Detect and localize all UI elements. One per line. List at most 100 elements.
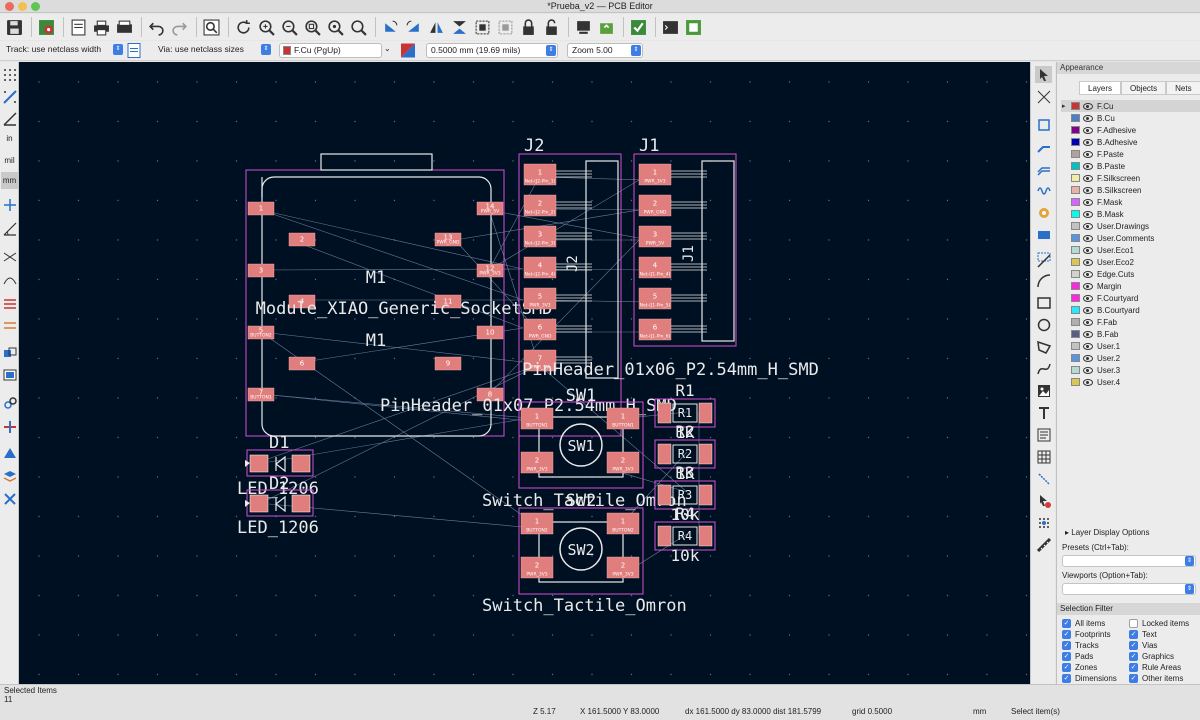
layer-color-swatch[interactable] bbox=[1071, 354, 1080, 362]
layer-color-swatch[interactable] bbox=[1071, 138, 1080, 146]
visibility-eye-icon[interactable] bbox=[1083, 246, 1093, 254]
filter-footprints-checkbox[interactable]: ✓Footprints bbox=[1062, 630, 1111, 639]
layer-row-f-mask[interactable]: F.Mask bbox=[1061, 196, 1200, 208]
layer-row-b-courtyard[interactable]: B.Courtyard bbox=[1061, 304, 1200, 316]
track-auto-width-icon[interactable] bbox=[126, 42, 142, 58]
track-width-select[interactable]: Track: use netclass width⇕ bbox=[2, 43, 124, 58]
mirror-v-icon[interactable] bbox=[449, 17, 469, 37]
footprint-m1[interactable]: 12345BUTTON267BUTTON114PWR_5V13PWR_GND12… bbox=[245, 153, 552, 437]
layer-row-b-fab[interactable]: B.Fab bbox=[1061, 328, 1200, 340]
layer-row-f-cu[interactable]: ▸F.Cu bbox=[1061, 100, 1200, 112]
layer-color-swatch[interactable] bbox=[1071, 102, 1080, 110]
add-dimension-icon[interactable] bbox=[1035, 470, 1052, 487]
layer-color-swatch[interactable] bbox=[1071, 246, 1080, 254]
filter-tracks-checkbox[interactable]: ✓Tracks bbox=[1062, 641, 1099, 650]
presets-select[interactable]: ⇕ bbox=[1062, 555, 1196, 567]
zoom-out-icon[interactable] bbox=[279, 17, 299, 37]
visibility-eye-icon[interactable] bbox=[1083, 222, 1093, 230]
rotate-cw-icon[interactable] bbox=[403, 17, 423, 37]
layer-row-margin[interactable]: Margin bbox=[1061, 280, 1200, 292]
units-inches-button[interactable]: in bbox=[1, 130, 18, 147]
layer-color-swatch[interactable] bbox=[1071, 282, 1080, 290]
plot-icon[interactable] bbox=[114, 17, 134, 37]
refresh-icon[interactable] bbox=[233, 17, 253, 37]
layer-color-swatch[interactable] bbox=[1071, 330, 1080, 338]
layer-color-swatch[interactable] bbox=[1071, 186, 1080, 194]
grid-select[interactable]: 0.5000 mm (19.69 mils)⇕ bbox=[426, 43, 558, 58]
layer-select[interactable]: F.Cu (PgUp) bbox=[279, 43, 382, 58]
visibility-eye-icon[interactable] bbox=[1083, 282, 1093, 290]
layer-color-swatch[interactable] bbox=[1071, 234, 1080, 242]
layer-pair-icon[interactable] bbox=[400, 42, 416, 58]
high-contrast-icon[interactable] bbox=[1, 394, 18, 411]
save-icon[interactable] bbox=[4, 17, 24, 37]
filter-all-items-checkbox[interactable]: ✓All items bbox=[1062, 619, 1105, 628]
layer-row-edge-cuts[interactable]: Edge.Cuts bbox=[1061, 268, 1200, 280]
layer-color-swatch[interactable] bbox=[1071, 162, 1080, 170]
cursor-icon[interactable] bbox=[1, 196, 18, 213]
add-via-icon[interactable] bbox=[1035, 204, 1052, 221]
draw-arc-icon[interactable] bbox=[1035, 272, 1052, 289]
zoom-selection-icon[interactable] bbox=[348, 17, 368, 37]
visibility-eye-icon[interactable] bbox=[1083, 114, 1093, 122]
page-settings-icon[interactable] bbox=[68, 17, 88, 37]
layer-color-swatch[interactable] bbox=[1071, 318, 1080, 326]
scripting-console-icon[interactable] bbox=[660, 17, 680, 37]
lock-icon[interactable] bbox=[518, 17, 538, 37]
layer-color-swatch[interactable] bbox=[1071, 306, 1080, 314]
visibility-eye-icon[interactable] bbox=[1083, 378, 1093, 386]
filter-dimensions-checkbox[interactable]: ✓Dimensions bbox=[1062, 674, 1117, 683]
tune-length-icon[interactable] bbox=[1035, 182, 1052, 199]
m1-pad[interactable]: 8 bbox=[476, 387, 504, 402]
local-ratsnest-icon[interactable] bbox=[1035, 88, 1052, 105]
layer-row-f-adhesive[interactable]: F.Adhesive bbox=[1061, 124, 1200, 136]
tab-objects[interactable]: Objects bbox=[1121, 81, 1167, 95]
drc-markers-icon[interactable] bbox=[1, 444, 18, 461]
ungroup-icon[interactable] bbox=[495, 17, 515, 37]
layer-row-b-silkscreen[interactable]: B.Silkscreen bbox=[1061, 184, 1200, 196]
polar-coords-icon[interactable] bbox=[1, 110, 18, 127]
layer-row-b-mask[interactable]: B.Mask bbox=[1061, 208, 1200, 220]
m1-pad[interactable]: 4 bbox=[288, 294, 316, 309]
zoom-select[interactable]: Zoom 5.00⇕ bbox=[567, 43, 643, 58]
select-tool-icon[interactable] bbox=[1035, 66, 1052, 83]
visibility-eye-icon[interactable] bbox=[1083, 342, 1093, 350]
curved-ratsnest-icon[interactable] bbox=[1, 270, 18, 287]
visibility-eye-icon[interactable] bbox=[1083, 306, 1093, 314]
layer-row-b-adhesive[interactable]: B.Adhesive bbox=[1061, 136, 1200, 148]
footprint-d1[interactable]: D1 LED_1206 bbox=[237, 433, 319, 499]
measure-angle-icon[interactable] bbox=[1, 220, 18, 237]
plugin-icon[interactable] bbox=[683, 17, 703, 37]
layer-row-f-courtyard[interactable]: F.Courtyard bbox=[1061, 292, 1200, 304]
tab-layers[interactable]: Layers bbox=[1079, 81, 1122, 95]
update-pcb-icon[interactable] bbox=[596, 17, 616, 37]
layer-color-swatch[interactable] bbox=[1071, 114, 1080, 122]
visibility-eye-icon[interactable] bbox=[1083, 234, 1093, 242]
add-textbox-icon[interactable] bbox=[1035, 426, 1052, 443]
grid-overrides-icon[interactable] bbox=[1, 88, 18, 105]
layer-row-f-fab[interactable]: F.Fab bbox=[1061, 316, 1200, 328]
units-mils-button[interactable]: mil bbox=[1, 152, 18, 169]
filter-graphics-checkbox[interactable]: ✓Graphics bbox=[1129, 652, 1174, 661]
layer-row-user-2[interactable]: User.2 bbox=[1061, 352, 1200, 364]
visibility-eye-icon[interactable] bbox=[1083, 294, 1093, 302]
visibility-eye-icon[interactable] bbox=[1083, 330, 1093, 338]
route-diff-pair-icon[interactable] bbox=[1035, 160, 1052, 177]
